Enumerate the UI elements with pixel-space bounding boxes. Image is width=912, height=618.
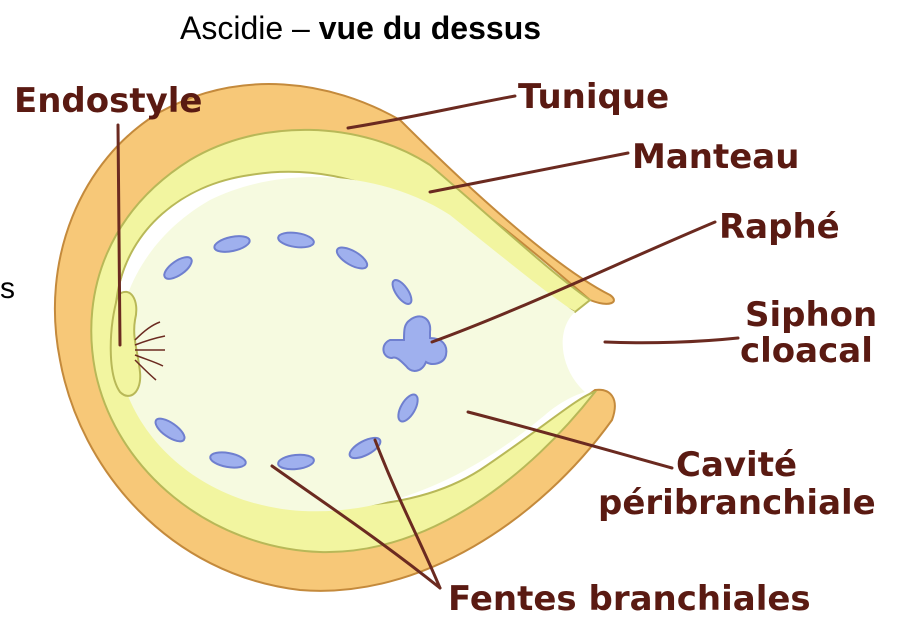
label-siphon-line2: cloacal [740, 331, 873, 371]
label-endostyle: Endostyle [14, 81, 203, 121]
label-siphon-line1: Siphon [745, 295, 877, 335]
label-fentes-branchiales: Fentes branchiales [448, 579, 811, 618]
manteau-leader [430, 153, 628, 192]
endostyle-leader [118, 125, 120, 345]
label-tunique: Tunique [518, 77, 669, 117]
siphon-leader [605, 338, 738, 343]
endostyle-structure [111, 292, 140, 396]
label-cavite-line2: péribranchiale [598, 483, 876, 523]
label-manteau: Manteau [632, 137, 799, 177]
label-cavite-line1: Cavité [676, 445, 797, 485]
label-raphe: Raphé [719, 207, 840, 247]
